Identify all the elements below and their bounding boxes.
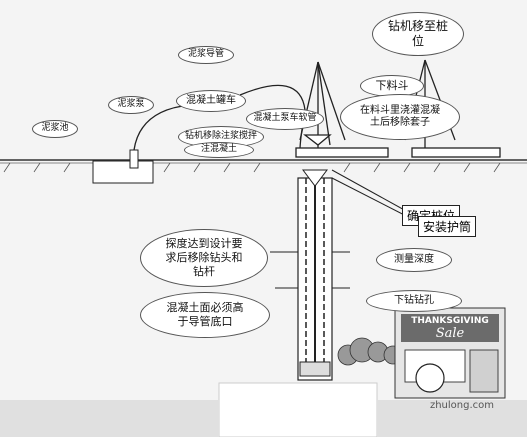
slurry-pool-label: 泥浆池: [32, 120, 78, 138]
feed-hopper-note: 在料斗里浇灌混凝土后移除套子: [340, 94, 460, 140]
watermark: zhulong.com: [429, 400, 495, 411]
slurry-pipe-label: 泥浆导管: [178, 46, 234, 64]
concrete-hose-label: 混凝土泵车软管: [246, 108, 324, 130]
design-depth-note: 探度达到设计要求后移除钻头和钻杆: [140, 229, 268, 287]
depth-marks: [270, 251, 350, 289]
storefront: [394, 307, 506, 399]
pouring-concrete-label: 注混凝土: [184, 142, 254, 158]
blank-panel: [218, 382, 378, 437]
floor-band-right: [377, 400, 527, 437]
slurry-pump-label: 泥浆泵: [108, 96, 154, 114]
slurry-pump-body: [129, 149, 139, 169]
concrete-surface-note: 混凝土面必须高于导管底口: [140, 292, 270, 338]
floor-band: [0, 400, 219, 437]
store-sign-line1: THANKSGIVING: [411, 316, 489, 326]
store-sign-line2: Sale: [435, 326, 465, 341]
install-casing-label: 安装护筒: [418, 216, 477, 237]
borehole-main: [297, 169, 333, 381]
drill-hole-label: 下钻钻孔: [366, 290, 462, 312]
ground-hatch: [3, 162, 501, 173]
ground-line: [0, 159, 527, 164]
rig-move-label: 钻机移至桩位: [372, 12, 464, 56]
slurry-pool: [92, 160, 154, 184]
concrete-tanker-label: 混凝土罐车: [176, 90, 246, 112]
shrubs: [337, 337, 403, 366]
measure-depth-label: 测量深度: [376, 248, 452, 272]
